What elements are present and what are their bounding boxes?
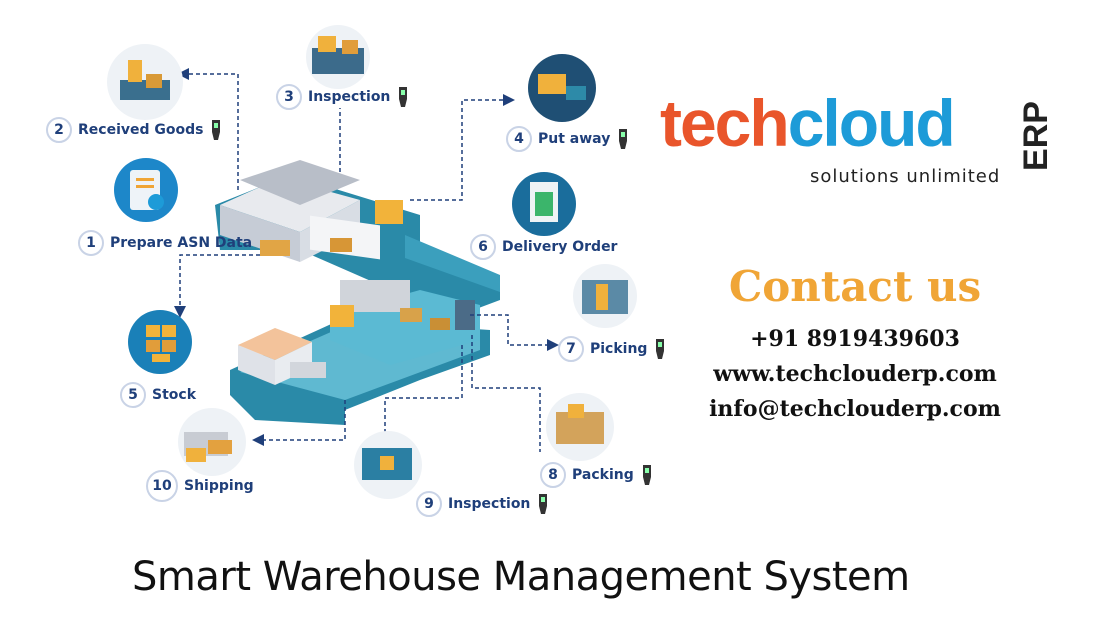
contact-title: Contact us bbox=[728, 262, 982, 311]
road-mid bbox=[405, 235, 500, 292]
step-number: 9 bbox=[416, 491, 442, 517]
step-number: 7 bbox=[558, 336, 584, 362]
step-number: 8 bbox=[540, 462, 566, 488]
dock-area bbox=[330, 280, 480, 365]
step-label: Picking bbox=[590, 341, 648, 357]
node-shipping bbox=[178, 408, 246, 476]
step-inspection-top: 3 Inspection bbox=[276, 84, 410, 110]
step-label: Inspection bbox=[448, 496, 531, 512]
step-stock: 5 Stock bbox=[120, 382, 196, 408]
step-prepare-asn: 1 Prepare ASN Data bbox=[78, 230, 252, 256]
step-number: 1 bbox=[78, 230, 104, 256]
logo-tech-text: tech bbox=[660, 86, 790, 160]
step-inspection-bottom: 9 Inspection bbox=[416, 491, 550, 517]
step-packing: 8 Packing bbox=[540, 462, 654, 488]
logo-erp-text: ERP bbox=[1020, 101, 1055, 171]
step-received-goods: 2 Received Goods bbox=[46, 117, 223, 143]
barcode-scanner-icon bbox=[539, 494, 548, 514]
contact-phone: +91 8919439603 bbox=[750, 326, 960, 352]
step-number: 6 bbox=[470, 234, 496, 260]
node-received-goods bbox=[107, 44, 183, 120]
node-picking bbox=[573, 264, 637, 328]
node-packing bbox=[546, 393, 614, 461]
barcode-scanner-icon bbox=[656, 339, 665, 359]
step-number: 3 bbox=[276, 84, 302, 110]
node-inspection-bottom bbox=[354, 431, 422, 499]
barcode-scanner-icon bbox=[619, 129, 628, 149]
step-label: Shipping bbox=[184, 478, 254, 494]
step-put-away: 4 Put away bbox=[506, 126, 630, 152]
step-number: 4 bbox=[506, 126, 532, 152]
barcode-scanner-icon bbox=[399, 87, 408, 107]
contact-website: www.techclouderp.com bbox=[713, 361, 997, 387]
logo-tagline: solutions unlimited bbox=[810, 166, 1001, 187]
logo-erp-badge: ERP bbox=[1020, 101, 1055, 171]
barcode-scanner-icon bbox=[212, 120, 221, 140]
step-shipping: 10 Shipping bbox=[146, 470, 254, 502]
step-label: Put away bbox=[538, 131, 611, 147]
node-delivery-order bbox=[512, 172, 576, 236]
node-stock bbox=[128, 310, 192, 374]
step-label: Packing bbox=[572, 467, 634, 483]
step-number: 5 bbox=[120, 382, 146, 408]
step-number: 10 bbox=[146, 470, 178, 502]
logo-wordmark: techcloud bbox=[660, 86, 956, 160]
techcloud-erp-logo: techcloud ERP solutions unlimited bbox=[660, 88, 1060, 198]
shop-building bbox=[238, 328, 326, 385]
step-label: Stock bbox=[152, 387, 197, 403]
node-inspection-top bbox=[306, 25, 370, 89]
logo-cloud-text: cloud bbox=[787, 86, 956, 160]
step-number: 2 bbox=[46, 117, 72, 143]
node-put-away bbox=[528, 54, 596, 122]
step-label: Received Goods bbox=[78, 122, 204, 138]
step-label: Prepare ASN Data bbox=[110, 235, 253, 251]
barcode-scanner-icon bbox=[642, 465, 651, 485]
page-title: Smart Warehouse Management System bbox=[132, 554, 910, 600]
main-warehouse-building bbox=[220, 160, 403, 262]
step-label: Delivery Order bbox=[502, 239, 618, 255]
contact-email: info@techclouderp.com bbox=[709, 396, 1001, 422]
step-label: Inspection bbox=[308, 89, 391, 105]
node-prepare-asn bbox=[114, 158, 178, 222]
step-picking: 7 Picking bbox=[558, 336, 667, 362]
step-delivery-order: 6 Delivery Order bbox=[470, 234, 617, 260]
